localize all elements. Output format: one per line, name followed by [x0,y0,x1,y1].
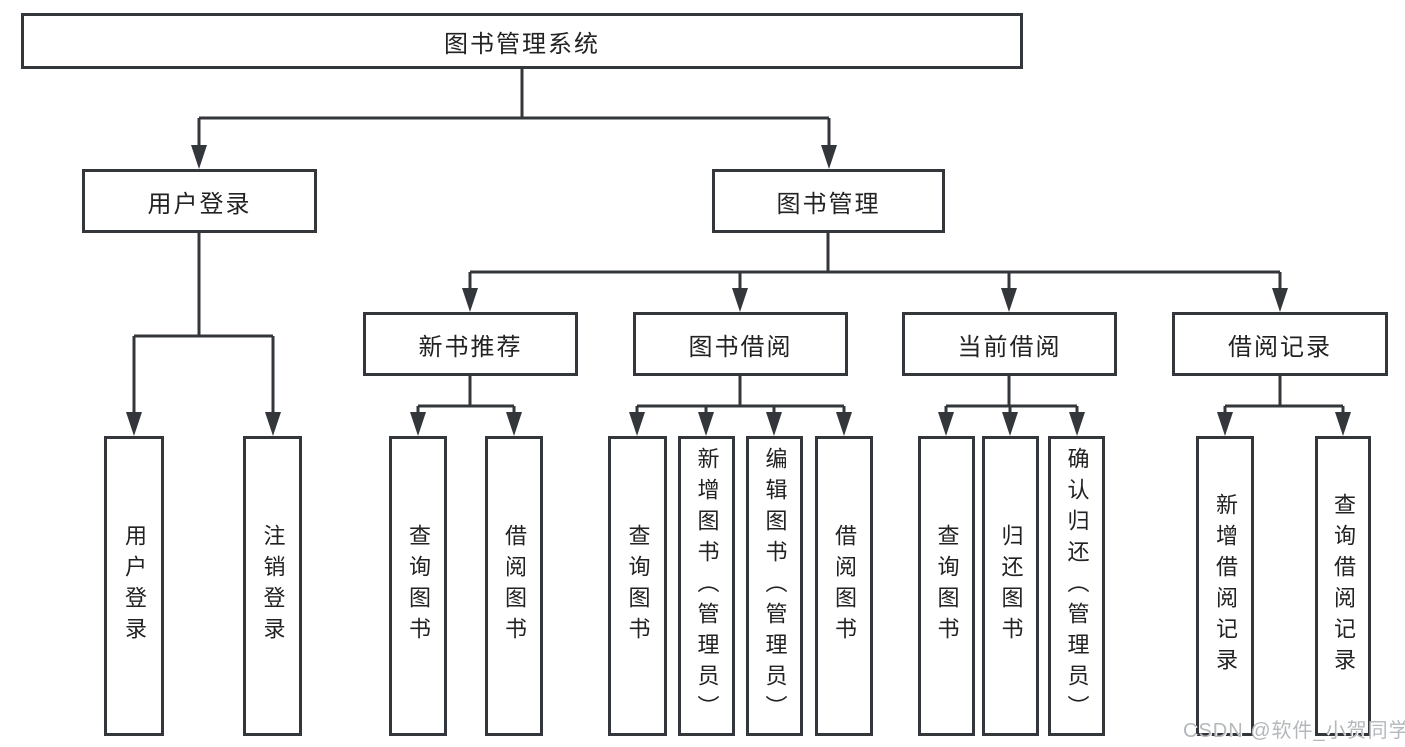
node-label: 新增借阅记录 [1213,493,1238,679]
node-label: 新书推荐 [418,333,523,361]
leaf-recommend-query-books: 查询图书 [389,436,447,736]
node-user-login: 用户登录 [82,169,317,233]
node-label: 确认归还（管理员） [1064,446,1090,726]
leaf-borrowing-query-books: 查询图书 [608,436,667,736]
leaf-borrowing-edit-books-admin: 编辑图书（管理员） [746,436,803,736]
node-label: 借阅记录 [1228,333,1332,361]
node-label: 编辑图书（管理员） [762,446,788,726]
node-label: 图书借阅 [688,333,793,361]
node-label: 借阅图书 [502,524,527,648]
node-label: 图书管理系统 [444,30,600,58]
leaf-user-login: 用户登录 [104,436,164,736]
node-current-borrowing: 当前借阅 [902,312,1117,376]
node-book-management: 图书管理 [712,169,945,233]
node-label: 借阅图书 [832,524,857,648]
node-label: 当前借阅 [957,333,1062,361]
node-borrowing-records: 借阅记录 [1172,312,1388,376]
node-label: 查询图书 [625,524,651,648]
node-label: 注销登录 [260,524,286,648]
node-book-borrowing: 图书借阅 [633,312,848,376]
leaf-logout: 注销登录 [243,436,302,736]
node-label: 归还图书 [998,524,1024,648]
node-label: 用户登录 [122,524,147,648]
node-root-system: 图书管理系统 [21,13,1023,69]
leaf-records-query-record: 查询借阅记录 [1315,436,1371,736]
leaf-recommend-borrow-books: 借阅图书 [485,436,543,736]
node-new-book-recommendation: 新书推荐 [363,312,578,376]
leaf-current-return-books: 归还图书 [982,436,1039,736]
leaf-records-add-record: 新增借阅记录 [1196,436,1254,736]
leaf-current-confirm-return-admin: 确认归还（管理员） [1048,436,1105,736]
node-label: 查询借阅记录 [1331,493,1356,679]
leaf-current-query-books: 查询图书 [918,436,975,736]
leaf-borrowing-add-books-admin: 新增图书（管理员） [678,436,735,736]
node-label: 查询图书 [406,524,431,648]
node-label: 用户登录 [147,190,252,218]
node-label: 新增图书（管理员） [694,446,720,726]
node-label: 查询图书 [934,524,960,648]
csdn-watermark: CSDN @软件_小贺同学 [1183,720,1405,742]
leaf-borrowing-borrow-books: 借阅图书 [815,436,873,736]
node-label: 图书管理 [776,190,881,218]
